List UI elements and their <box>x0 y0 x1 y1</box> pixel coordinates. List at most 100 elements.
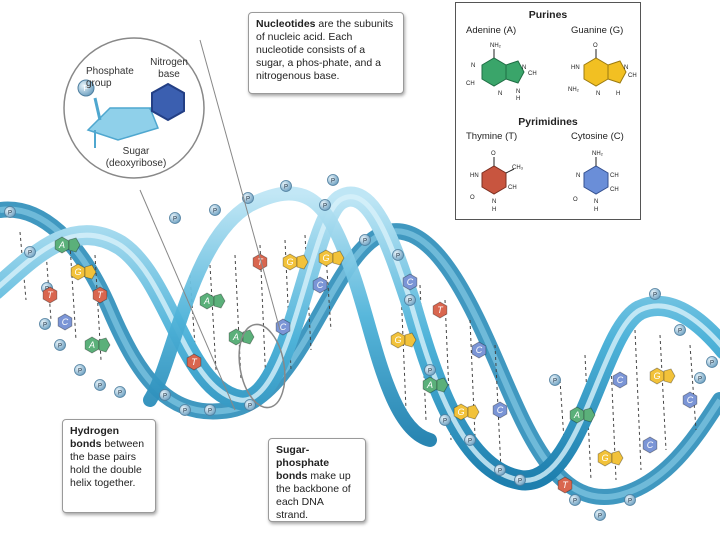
zoom-phosphate-ball <box>77 79 95 97</box>
phosphate-symbol: P <box>163 394 167 400</box>
adenine-h: H <box>516 96 520 102</box>
guanine-letter: G <box>394 335 401 345</box>
hydrogen-bond-line <box>659 334 667 451</box>
phosphate-symbol: P <box>573 499 577 505</box>
cytosine-letter: C <box>617 375 624 385</box>
phosphate-symbol: P <box>213 209 217 215</box>
phosphate-symbol: P <box>331 179 335 185</box>
cytosine-ch-bottom: CH <box>610 187 619 193</box>
cytosine-n: N <box>576 173 580 179</box>
nitrogen-base-label: Nitrogen base <box>150 57 188 80</box>
adenine-ch: CH <box>528 71 537 77</box>
phosphate-ball: P <box>594 509 606 521</box>
phosphate-ball: P <box>280 180 292 192</box>
adenine-base: A <box>569 406 596 424</box>
sugar-phosphate-description: make up the backbone of each DNA strand. <box>276 470 351 521</box>
phosphate-symbol: P <box>396 254 400 260</box>
deoxyribose-sugar-shape <box>86 107 160 141</box>
cytosine-base: C <box>492 401 508 419</box>
phosphate-symbol: P <box>710 361 714 367</box>
cytosine-structure: NH₂ N CH CH O N H <box>573 151 619 213</box>
hydrogen-bonds-description: between the base pairs hold the double h… <box>70 438 145 489</box>
phosphate-ball: P <box>674 324 686 336</box>
phosphate-symbol: P <box>43 323 47 329</box>
phosphate-symbol: P <box>498 469 502 475</box>
cytosine-base: C <box>312 276 328 294</box>
phosphate-symbol: P <box>183 409 187 415</box>
hydrogen-bond-line <box>234 254 242 381</box>
phosphate-ball: P <box>209 204 221 216</box>
phosphate-symbol: P <box>8 211 12 217</box>
phosphate-symbol: P <box>428 369 432 375</box>
guanine-letter: G <box>457 407 464 417</box>
cytosine-nh2: NH₂ <box>592 151 604 157</box>
guanine-n7: N <box>624 65 628 71</box>
thymine-letter: T <box>437 305 444 315</box>
adenine-letter: A <box>232 332 239 342</box>
adenine-letter: A <box>426 380 433 390</box>
phosphate-symbol: P <box>408 299 412 305</box>
phosphate-ball: P <box>624 494 636 506</box>
hydrogen-bond-line <box>689 344 697 431</box>
hydrogen-bonds-term: Hydrogen bonds <box>70 425 120 450</box>
phosphate-ball: P <box>706 356 718 368</box>
backbone-ribbon-second <box>143 186 437 447</box>
thymine-label: Thymine (T) <box>466 131 518 142</box>
phosphate-ball: P <box>439 414 451 426</box>
phosphate-ball: P <box>404 294 416 306</box>
cytosine-base: C <box>471 341 487 359</box>
thymine-base: T <box>92 286 108 304</box>
adenine-label: Adenine (A) <box>466 25 517 36</box>
phosphate-ball: P <box>242 192 254 204</box>
thymine-base: T <box>557 476 573 494</box>
guanine-letter: G <box>601 453 608 463</box>
phosphate-ball: P <box>94 379 106 391</box>
adenine-letter: A <box>203 296 210 306</box>
adenine-structure: NH₂ N CH N CH N N H <box>466 43 537 102</box>
phosphate-ball: P <box>159 389 171 401</box>
thymine-n: N <box>492 199 496 205</box>
phosphate-ball: P <box>514 474 526 486</box>
hydrogen-bond-line <box>634 329 642 471</box>
guanine-letter: G <box>74 267 81 277</box>
thymine-o-top: O <box>491 151 496 157</box>
phosphate-symbol: P <box>246 197 250 203</box>
phosphate-symbol: P <box>28 251 32 257</box>
phosphate-symbol: P <box>653 293 657 299</box>
nucleotide-zoom: P <box>63 37 286 411</box>
thymine-h: H <box>492 207 496 213</box>
phosphate-symbol: P <box>78 369 82 375</box>
cytosine-letter: C <box>687 395 694 405</box>
molecule-structures: NH₂ N CH N CH N N H O HN NH₂ N CH N H <box>466 43 637 213</box>
adenine-n1: N <box>471 63 475 69</box>
guanine-label: Guanine (G) <box>571 25 624 36</box>
bases-panel: Purines Adenine (A) Guanine (G) Pyrimidi… <box>455 2 641 220</box>
phosphate-symbol: P <box>58 344 62 350</box>
phosphate-ball: P <box>569 494 581 506</box>
cytosine-base: C <box>402 273 418 291</box>
cytosine-letter: C <box>317 280 324 290</box>
guanine-base: G <box>70 263 97 281</box>
nucleotides-callout: Nucleotides are the subunits of nucleic … <box>248 12 404 94</box>
phosphate-ball: P <box>74 364 86 376</box>
adenine-base: A <box>422 376 449 394</box>
phosphate-symbol: P <box>208 409 212 415</box>
adenine-base: A <box>199 292 226 310</box>
cytosine-ch-top: CH <box>610 173 619 179</box>
cytosine-letter: C <box>476 345 483 355</box>
phosphate-symbol: P <box>598 514 602 520</box>
cytosine-nh: N <box>594 199 598 205</box>
cytosine-base: C <box>612 371 628 389</box>
phosphate-symbol: P <box>98 384 102 390</box>
phosphate-ball: P <box>359 234 371 246</box>
hydrogen-bond-line <box>69 244 77 341</box>
phosphate-symbol: P <box>518 479 522 485</box>
phosphate-ball: P <box>549 374 561 386</box>
phosphate-ball: P <box>169 212 181 224</box>
phosphate-symbol: P <box>443 419 447 425</box>
phosphate-ball: P <box>179 404 191 416</box>
phosphate-symbol: P <box>284 185 288 191</box>
phosphate-ball: P <box>204 404 216 416</box>
